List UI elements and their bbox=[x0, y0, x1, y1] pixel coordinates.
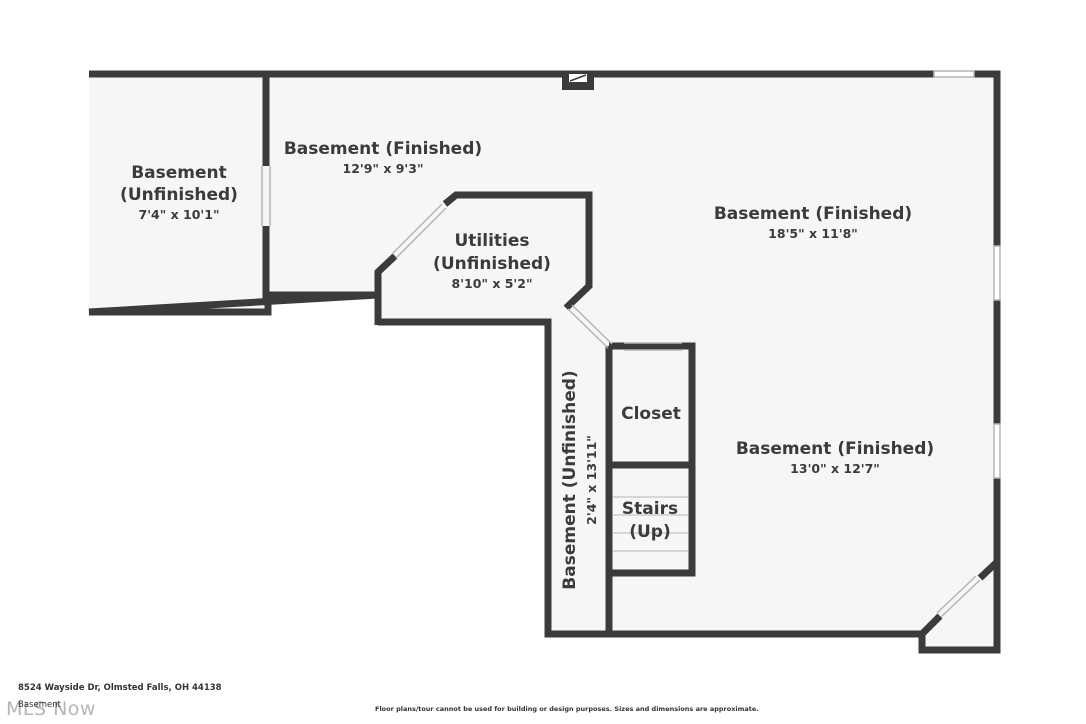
windows bbox=[562, 70, 1001, 479]
openings bbox=[261, 166, 981, 618]
floor-name: Basement bbox=[18, 700, 61, 710]
room-name-basement-left-1: Basement bbox=[131, 163, 227, 183]
disclaimer: Floor plans/tour cannot be used for buil… bbox=[375, 705, 759, 713]
mls-watermark: MLS Now bbox=[6, 698, 96, 720]
window-right-lower bbox=[993, 423, 1001, 479]
room-name-stairs-2: (Up) bbox=[629, 522, 671, 542]
interior-walls bbox=[262, 74, 1000, 637]
room-name-closet: Closet bbox=[621, 404, 681, 424]
room-dimensions-basement-top: 12'9" x 9'3" bbox=[343, 161, 424, 176]
room-dimensions-basement-main: 18'5" x 11'8" bbox=[768, 226, 858, 241]
room-dimensions-basement-lower: 13'0" x 12'7" bbox=[790, 461, 880, 476]
room-name-basement-left-2: (Unfinished) bbox=[120, 185, 238, 205]
room-name-basement-hall: Basement (Unfinished) bbox=[560, 370, 580, 589]
room-dimensions-basement-left: 7'4" x 10'1" bbox=[139, 207, 220, 222]
room-name-basement-main: Basement (Finished) bbox=[714, 204, 912, 224]
room-name-utilities-2: (Unfinished) bbox=[433, 254, 551, 274]
room-dimensions-utilities: 8'10" x 5'2" bbox=[452, 276, 533, 291]
room-name-utilities-1: Utilities bbox=[454, 231, 529, 251]
window-top-right bbox=[933, 70, 975, 78]
room-name-stairs-1: Stairs bbox=[622, 499, 678, 519]
exterior-walls bbox=[88, 70, 1001, 654]
room-name-basement-top: Basement (Finished) bbox=[284, 139, 482, 159]
room-dimensions-basement-hall: 2'4" x 13'11" bbox=[584, 435, 599, 525]
stair-treads bbox=[613, 496, 688, 552]
fireplace-vent bbox=[562, 74, 594, 90]
property-address: 8524 Wayside Dr, Olmsted Falls, OH 44138 bbox=[18, 683, 222, 693]
floor-area bbox=[89, 74, 997, 650]
room-name-basement-lower: Basement (Finished) bbox=[736, 439, 934, 459]
window-right-upper bbox=[993, 245, 1001, 301]
